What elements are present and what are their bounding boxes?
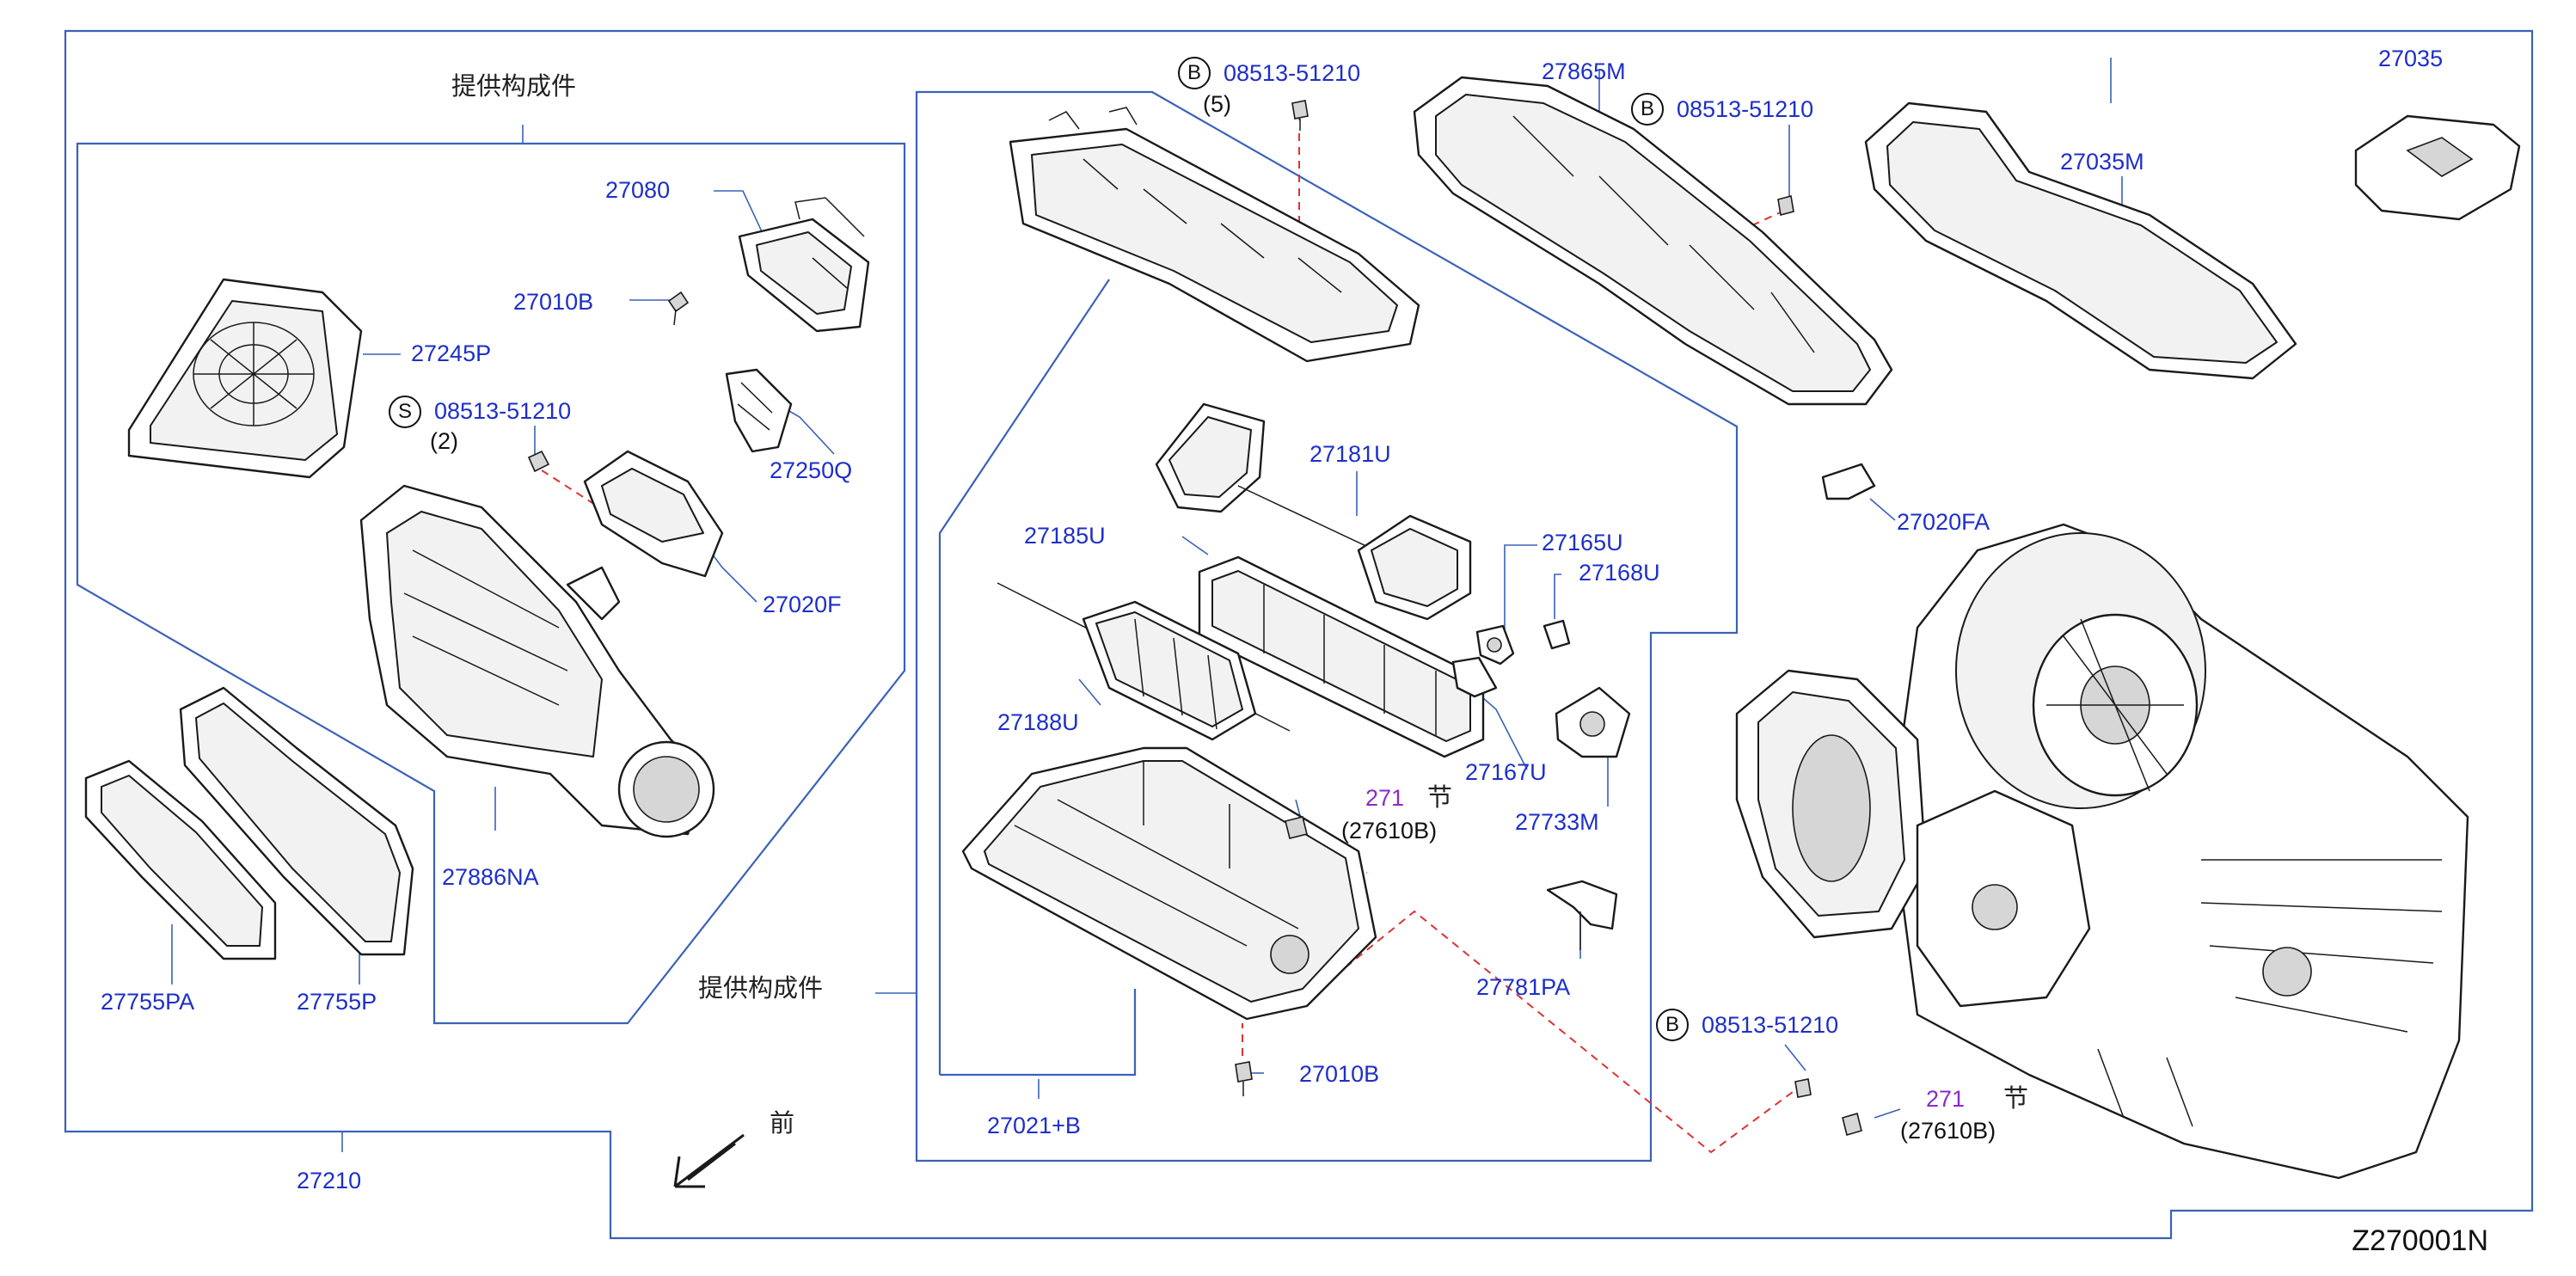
duct-housing-27886NA	[359, 484, 715, 838]
actuator-27733M	[1555, 686, 1631, 758]
screw-27010B-bottom	[1235, 1061, 1253, 1096]
section-ref-center-number[interactable]: 271	[1365, 785, 1405, 811]
screw-27010B-left	[667, 291, 690, 326]
left-assembly-cn-label: 提供构成件	[451, 71, 577, 101]
bracket-27020F	[583, 450, 724, 578]
part-27020FA[interactable]: 27020FA	[1897, 509, 1990, 535]
part-27210[interactable]: 27210	[297, 1168, 362, 1193]
section-ref-center-suffix: 节	[1427, 782, 1453, 812]
part-27181U[interactable]: 27181U	[1309, 441, 1391, 467]
bolt-badge-s: S	[389, 396, 421, 428]
part-27035M[interactable]: 27035M	[2060, 149, 2144, 175]
frame-27021-subassembly	[938, 279, 1110, 1075]
screw-top-bolt	[1291, 100, 1309, 131]
seal-27035M	[1864, 101, 2297, 380]
diagram-code: Z270001N	[2352, 1224, 2488, 1257]
section-ref-right-part: (27610B)	[1900, 1118, 1996, 1144]
seal-27865M	[1413, 76, 1893, 406]
bolt-b-top-number[interactable]: 08513-51210	[1224, 60, 1361, 86]
section-ref-right-number[interactable]: 271	[1926, 1086, 1966, 1112]
arrow-down-left-icon	[673, 1133, 745, 1188]
screw-case-bolt	[1777, 195, 1794, 216]
connector-27250Q	[725, 368, 793, 453]
frame-27210-outline	[64, 29, 2534, 1240]
part-27168U[interactable]: 27168U	[1579, 560, 1660, 586]
center-assembly-cn-label: 提供构成件	[698, 973, 824, 1003]
part-27781PA[interactable]: 27781PA	[1476, 974, 1571, 1000]
lower-case-27021B	[961, 746, 1377, 1021]
part-27010B-top[interactable]: 27010B	[513, 289, 594, 315]
section-ref-center-part: (27610B)	[1341, 818, 1438, 844]
part-27245P[interactable]: 27245P	[411, 340, 492, 366]
door-27188U	[997, 582, 1291, 741]
bolt-badge-b-top: B	[1178, 57, 1211, 89]
bolt-b-bottom-number[interactable]: 08513-51210	[1702, 1012, 1839, 1038]
frame-left-subassembly	[76, 142, 906, 1025]
frame-center-subassembly	[915, 90, 1739, 1163]
bolt-s-qty: (2)	[430, 428, 458, 454]
part-27886NA[interactable]: 27886NA	[442, 864, 539, 890]
bolt-s-number[interactable]: 08513-51210	[434, 398, 572, 424]
screw-S-bolt	[527, 450, 550, 473]
part-27865M[interactable]: 27865M	[1542, 58, 1626, 84]
part-27185U[interactable]: 27185U	[1024, 523, 1106, 549]
seal-27755PA	[84, 759, 277, 960]
link-27781PA	[1546, 880, 1618, 950]
part-27167U[interactable]: 27167U	[1465, 759, 1547, 785]
part-27080[interactable]: 27080	[605, 177, 671, 203]
frame-27021-bottom	[940, 989, 1137, 1077]
bolt-b-case-number[interactable]: 08513-51210	[1677, 96, 1814, 122]
door-27181U	[1155, 402, 1472, 621]
blower-cover-27245P	[127, 278, 363, 479]
section-ref-right-suffix: 节	[2003, 1083, 2029, 1113]
clip-27610B-center	[1285, 816, 1308, 839]
bolt-badge-b-case: B	[1631, 93, 1664, 126]
part-27755PA[interactable]: 27755PA	[101, 989, 195, 1015]
part-27010B-bottom[interactable]: 27010B	[1299, 1061, 1380, 1087]
pad-27035	[2354, 114, 2521, 221]
bolt-badge-b-bottom: B	[1656, 1009, 1689, 1041]
clip-27168U	[1543, 619, 1571, 650]
part-27035[interactable]: 27035	[2378, 46, 2444, 71]
clip-27610B-right	[1842, 1112, 1862, 1137]
lever-27167U	[1451, 656, 1498, 698]
bracket-27020FA	[1821, 463, 1876, 500]
part-27165U[interactable]: 27165U	[1542, 530, 1623, 555]
seal-27755P	[179, 686, 414, 956]
link-27165U	[1475, 624, 1515, 666]
heater-unit-assembly	[1735, 523, 2469, 1180]
upper-case-frame	[1009, 107, 1420, 363]
part-27188U[interactable]: 27188U	[997, 709, 1079, 735]
part-27755P[interactable]: 27755P	[297, 989, 377, 1015]
bolt-b-top-qty: (5)	[1203, 91, 1231, 117]
screw-bottom-bolt	[1794, 1078, 1812, 1098]
part-27733M[interactable]: 27733M	[1515, 809, 1599, 835]
part-27021B[interactable]: 27021+B	[987, 1113, 1081, 1138]
part-27020F[interactable]: 27020F	[763, 592, 842, 617]
part-27250Q[interactable]: 27250Q	[770, 457, 853, 483]
front-direction-label: 前	[770, 1108, 795, 1138]
actuator-27080	[738, 197, 870, 333]
